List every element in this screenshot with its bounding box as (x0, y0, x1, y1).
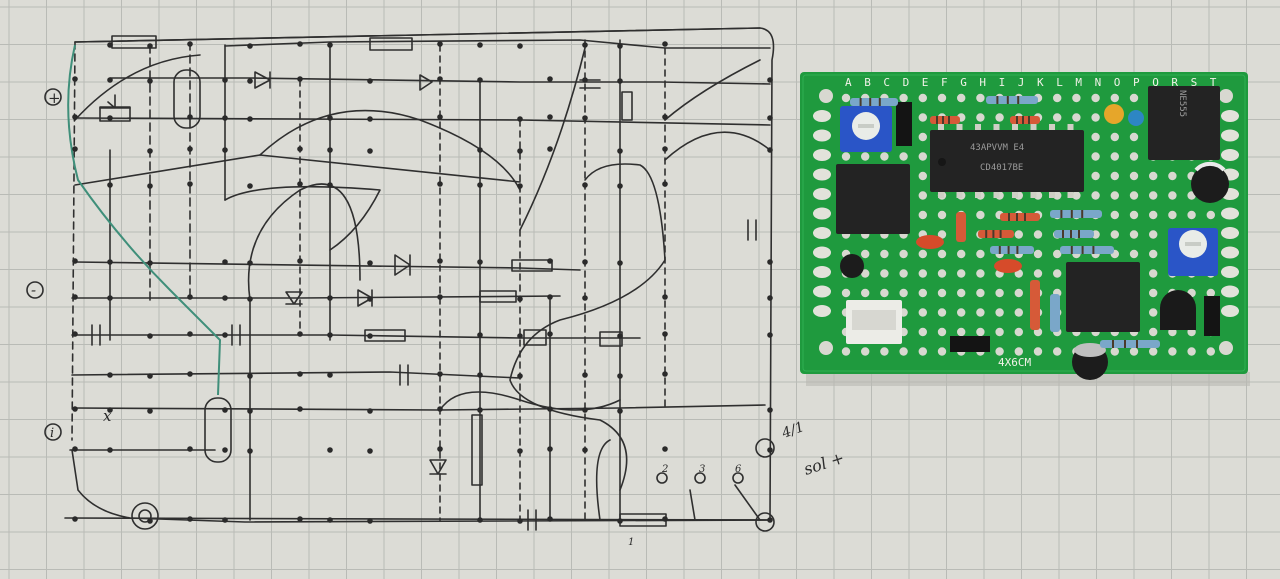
sketch-note-a: 4/1 (779, 419, 807, 442)
pin-header-right (1204, 296, 1220, 336)
column-letter: B (864, 76, 871, 89)
mounting-hole (819, 89, 833, 103)
ic-cd4017: 43APVVM E4 CD4017BE (930, 124, 1084, 198)
svg-text:NE555: NE555 (1177, 90, 1187, 117)
column-letter: O (1114, 76, 1121, 89)
ic-8pin-top-right (1148, 86, 1220, 160)
mounting-hole (819, 341, 833, 355)
pin-header-left (896, 102, 912, 146)
ic-8pin-left (836, 164, 910, 234)
column-letter: N (1095, 76, 1102, 89)
column-letter: C (883, 76, 890, 89)
sketch-label-minus: - (31, 281, 36, 299)
sketch-pin-1: 1 (628, 537, 634, 548)
column-letter: K (1037, 76, 1044, 89)
green-wire-trace (67, 44, 222, 396)
ic-code: 43APVVM E4 (970, 143, 1024, 153)
column-letter: F (941, 76, 948, 89)
sketch-label-i: i (50, 426, 54, 441)
column-letter: M (1075, 76, 1082, 89)
junction-dots (72, 41, 773, 524)
mounting-hole (1219, 89, 1233, 103)
sketch-pin-3: 3 (699, 464, 705, 475)
sketch-label-x: x (103, 407, 112, 425)
resistors (850, 96, 1160, 348)
column-letter: E (922, 76, 929, 89)
column-letter: H (979, 76, 986, 89)
column-letter: Q (1152, 76, 1159, 89)
column-letter: S (1191, 76, 1198, 89)
column-letter: J (1018, 76, 1025, 89)
column-letter: I (999, 76, 1006, 89)
board-size-label: 4X6CM (998, 356, 1031, 369)
mounting-hole (1219, 341, 1233, 355)
sketch-pin-6: 6 (735, 464, 742, 475)
column-letter: P (1133, 76, 1140, 89)
column-letter: G (960, 76, 967, 89)
sketch-label-plus: + (48, 89, 61, 107)
electrolytic-cap-top (1191, 165, 1229, 203)
column-letter: A (845, 76, 852, 89)
ic-8pin-bottom (1066, 262, 1140, 332)
electrolytic-cap-left (840, 254, 864, 278)
column-letter: L (1056, 76, 1063, 89)
column-letter: T (1210, 76, 1217, 89)
column-letter: R (1171, 76, 1178, 89)
pin-header-bottom (950, 336, 990, 352)
column-letter: D (903, 76, 910, 89)
ceramic-cap-orange (1104, 104, 1124, 124)
transistor (1160, 290, 1196, 330)
ic-part: CD4017BE (980, 163, 1023, 173)
sketch-pin-2: 2 (661, 464, 668, 475)
ceramic-cap-blue (1128, 110, 1144, 126)
